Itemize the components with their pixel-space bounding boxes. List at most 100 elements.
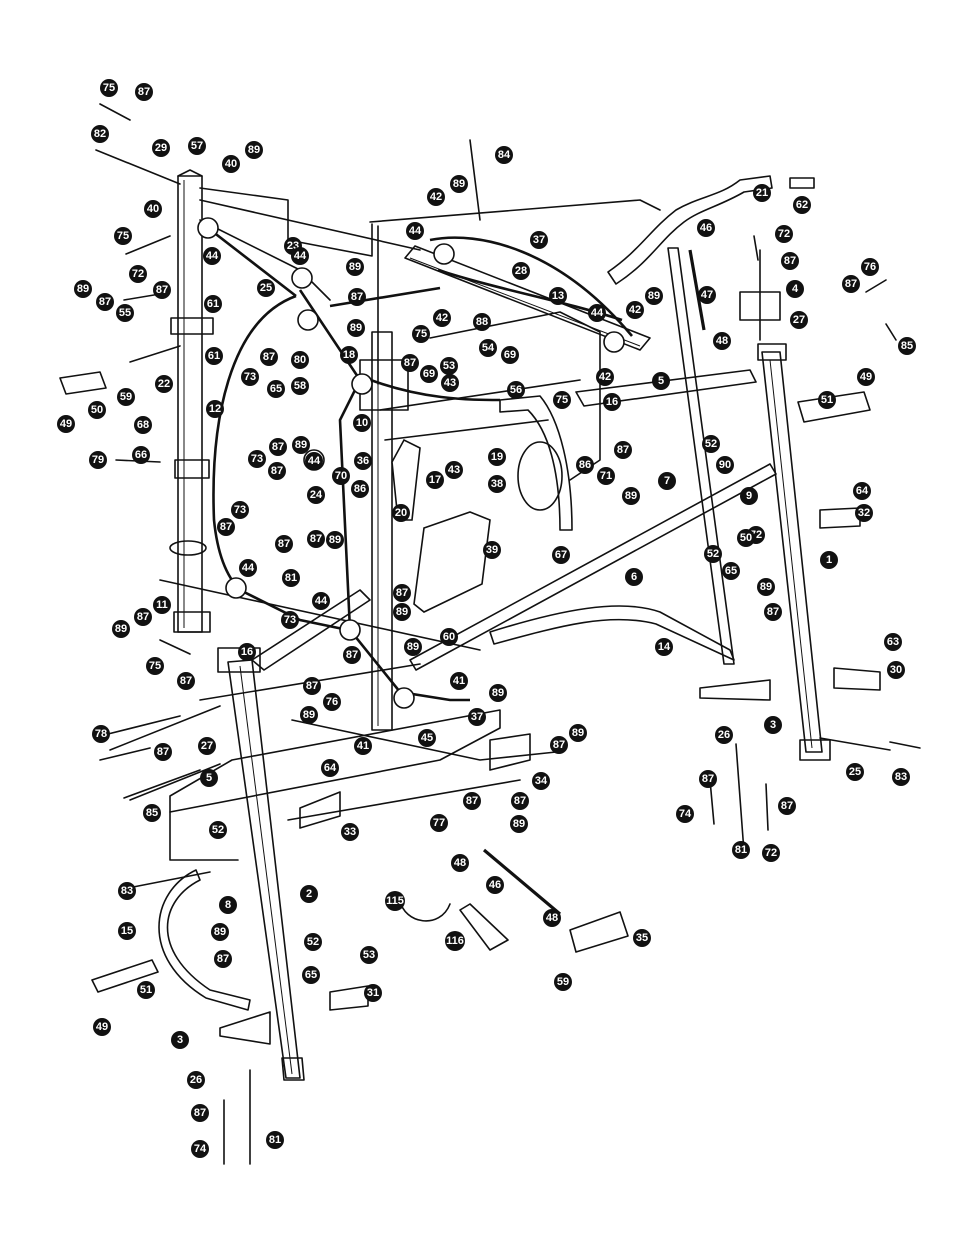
callout-circle [300,706,318,724]
callout-circle [554,973,572,991]
part-callout: 52 [702,435,720,453]
part-callout: 52 [209,821,227,839]
part-callout: 31 [364,984,382,1002]
part-callout: 44 [312,592,330,610]
callout-number: 74 [679,808,692,820]
callout-number: 51 [140,984,152,996]
callout-number: 116 [446,935,464,947]
part-callout: 45 [418,729,436,747]
callout-circle [154,743,172,761]
callout-number: 89 [349,261,361,273]
callout-number: 58 [294,380,306,392]
part-callout: 87 [269,438,287,456]
callout-number: 87 [784,255,796,267]
callout-circle [341,823,359,841]
callout-circle [291,351,309,369]
part-callout: 42 [427,188,445,206]
callout-number: 44 [315,595,328,607]
callout-number: 51 [821,394,833,406]
callout-circle [495,146,513,164]
part-callout: 87 [463,792,481,810]
callout-number: 43 [444,377,456,389]
part-callout: 87 [699,770,717,788]
callout-number: 89 [350,322,362,334]
callout-number: 87 [220,521,232,533]
handle-116 [459,903,509,951]
part-callout: 32 [855,504,873,522]
part-callout: 89 [112,620,130,638]
part-callout: 49 [93,1018,111,1036]
callout-number: 87 [278,538,290,550]
part-callout: 89 [569,724,587,742]
callout-number: 87 [351,291,363,303]
callout-circle [153,596,171,614]
part-callout: 41 [354,737,372,755]
callout-circle [292,436,310,454]
callout-circle [655,638,673,656]
weight-disc [517,441,563,511]
callout-circle [291,247,309,265]
callout-number: 48 [716,335,728,347]
callout-circle [392,504,410,522]
callout-circle [420,365,438,383]
part-callout: 78 [92,725,110,743]
callout-circle [203,247,221,265]
callout-circle [426,471,444,489]
callout-number: 87 [310,533,322,545]
callout-circle [332,467,350,485]
callout-circle [884,633,902,651]
part-callout: 51 [818,391,836,409]
callout-circle [300,885,318,903]
part-callout: 54 [479,339,497,357]
callout-number: 20 [395,507,407,519]
callout-number: 87 [194,1107,206,1119]
callout-circle [489,684,507,702]
callout-number: 69 [504,349,516,361]
part-callout: 87 [550,736,568,754]
callout-number: 89 [492,687,504,699]
part-callout: 87 [153,281,171,299]
callout-number: 70 [335,470,347,482]
callout-circle [704,545,722,563]
part-callout: 89 [622,487,640,505]
callout-number: 10 [356,417,368,429]
callout-circle [188,137,206,155]
callout-number: 73 [234,504,246,516]
callout-number: 11 [156,599,168,611]
callout-circle [144,200,162,218]
pad-51-rear [797,391,871,423]
callout-number: 64 [856,485,869,497]
base-curve-14 [489,605,735,661]
callout-circle [146,657,164,675]
callout-number: 72 [132,268,144,280]
callout-number: 25 [849,766,861,778]
callout-circle [93,1018,111,1036]
callout-circle [211,923,229,941]
callout-circle [887,661,905,679]
part-callout: 35 [633,929,651,947]
callout-number: 82 [94,128,106,140]
callout-circle [74,280,92,298]
part-callout: 59 [554,973,572,991]
callout-number: 62 [796,199,808,211]
part-callout: 37 [468,708,486,726]
callout-number: 60 [443,631,455,643]
callout-number: 56 [510,384,522,396]
callout-circle [364,984,382,1002]
callout-number: 87 [845,278,857,290]
part-callout: 87 [778,797,796,815]
callout-circle [114,227,132,245]
callout-circle [152,139,170,157]
part-callout: 81 [732,841,750,859]
callout-circle [603,393,621,411]
callout-circle [451,854,469,872]
part-callout: 87 [303,677,321,695]
callout-number: 87 [272,441,284,453]
callout-circle [88,401,106,419]
callout-number: 87 [263,351,275,363]
callout-number: 73 [244,371,256,383]
callout-number: 52 [705,438,717,450]
part-callout: 30 [887,661,905,679]
callout-number: 42 [430,191,442,203]
part-callout: 47 [698,286,716,304]
